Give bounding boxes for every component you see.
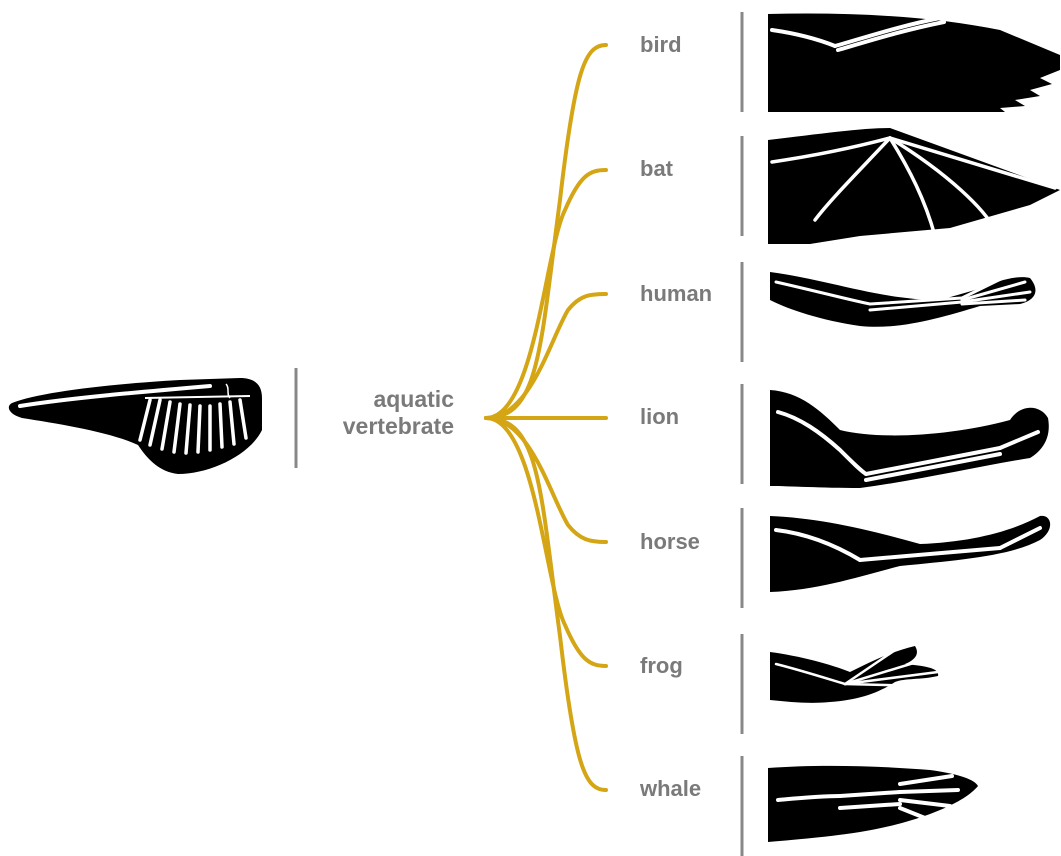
horse-leg-illustration [770,516,1050,592]
leaf-label-horse: horse [640,529,700,555]
leaf-label-bat: bat [640,156,673,182]
leaf-label-whale: whale [640,776,701,802]
leaf-label-human: human [640,281,712,307]
bat-wing-illustration [768,128,1060,244]
human-arm-illustration [770,272,1035,327]
frog-limb-illustration [770,640,938,703]
whale-flipper-illustration [768,766,978,842]
leaf-label-bird: bird [640,32,682,58]
root-label-line-2: vertebrate [310,413,454,440]
root-label-line-1: aquatic [310,386,454,413]
leaf-label-lion: lion [640,404,679,430]
branches [486,45,606,790]
lion-leg-illustration [770,390,1049,488]
bird-wing-illustration [768,14,1060,112]
branch-whale [486,418,606,790]
branch-bird [486,45,606,418]
root-label: aquatic vertebrate [310,386,454,440]
leaf-label-frog: frog [640,653,683,679]
ancestral-fin-illustration [9,378,262,474]
